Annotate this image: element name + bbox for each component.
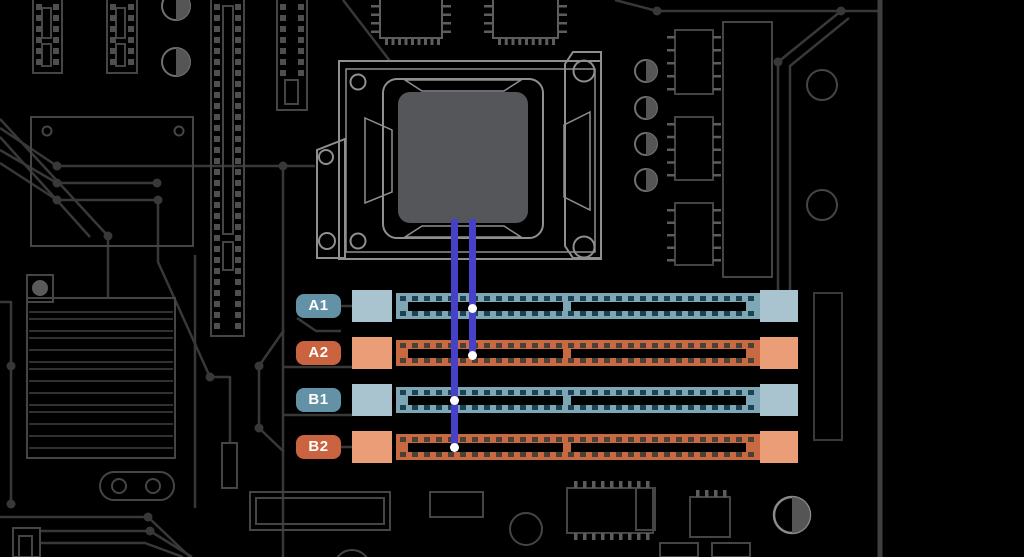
dimm-pin-row [400, 311, 754, 316]
dimm-pin-row [400, 358, 754, 363]
dimm-pin-row [400, 390, 754, 395]
dimm-pin-row [400, 343, 754, 348]
connection-dot [468, 350, 477, 360]
dimm-latch-right [760, 384, 798, 416]
dimm-slot-label: A2 [296, 341, 341, 365]
dimm-slot-label: B1 [296, 388, 341, 412]
dimm-latch-left [352, 337, 392, 369]
dimm-slot-label: A1 [296, 294, 341, 318]
dimm-slot-label: B2 [296, 435, 341, 459]
dimm-key-slot [408, 349, 563, 358]
dimm-key-slot [408, 302, 563, 311]
dimm-latch-left [352, 384, 392, 416]
dimm-latch-right [760, 337, 798, 369]
dimm-latch-left [352, 431, 392, 463]
cpu-die [398, 92, 528, 223]
dimm-latch-right [760, 290, 798, 322]
channel-A-line [469, 219, 476, 359]
dimm-pin-row [400, 437, 754, 442]
dimm-key-slot [408, 396, 563, 405]
dimm-key-slot [571, 443, 746, 452]
dimm-latch-right [760, 431, 798, 463]
connection-dot [449, 442, 459, 452]
dimm-pin-row [400, 452, 754, 457]
dimm-key-slot [571, 349, 746, 358]
channel-B-line [450, 219, 458, 451]
dimm-key-slot [571, 302, 746, 311]
connection-dot [468, 303, 477, 313]
connection-dot [449, 395, 459, 405]
dimm-key-slot [408, 443, 563, 452]
dimm-latch-left [352, 290, 392, 322]
dimm-pin-row [400, 405, 754, 410]
dimm-pin-row [400, 296, 754, 301]
dimm-key-slot [571, 396, 746, 405]
